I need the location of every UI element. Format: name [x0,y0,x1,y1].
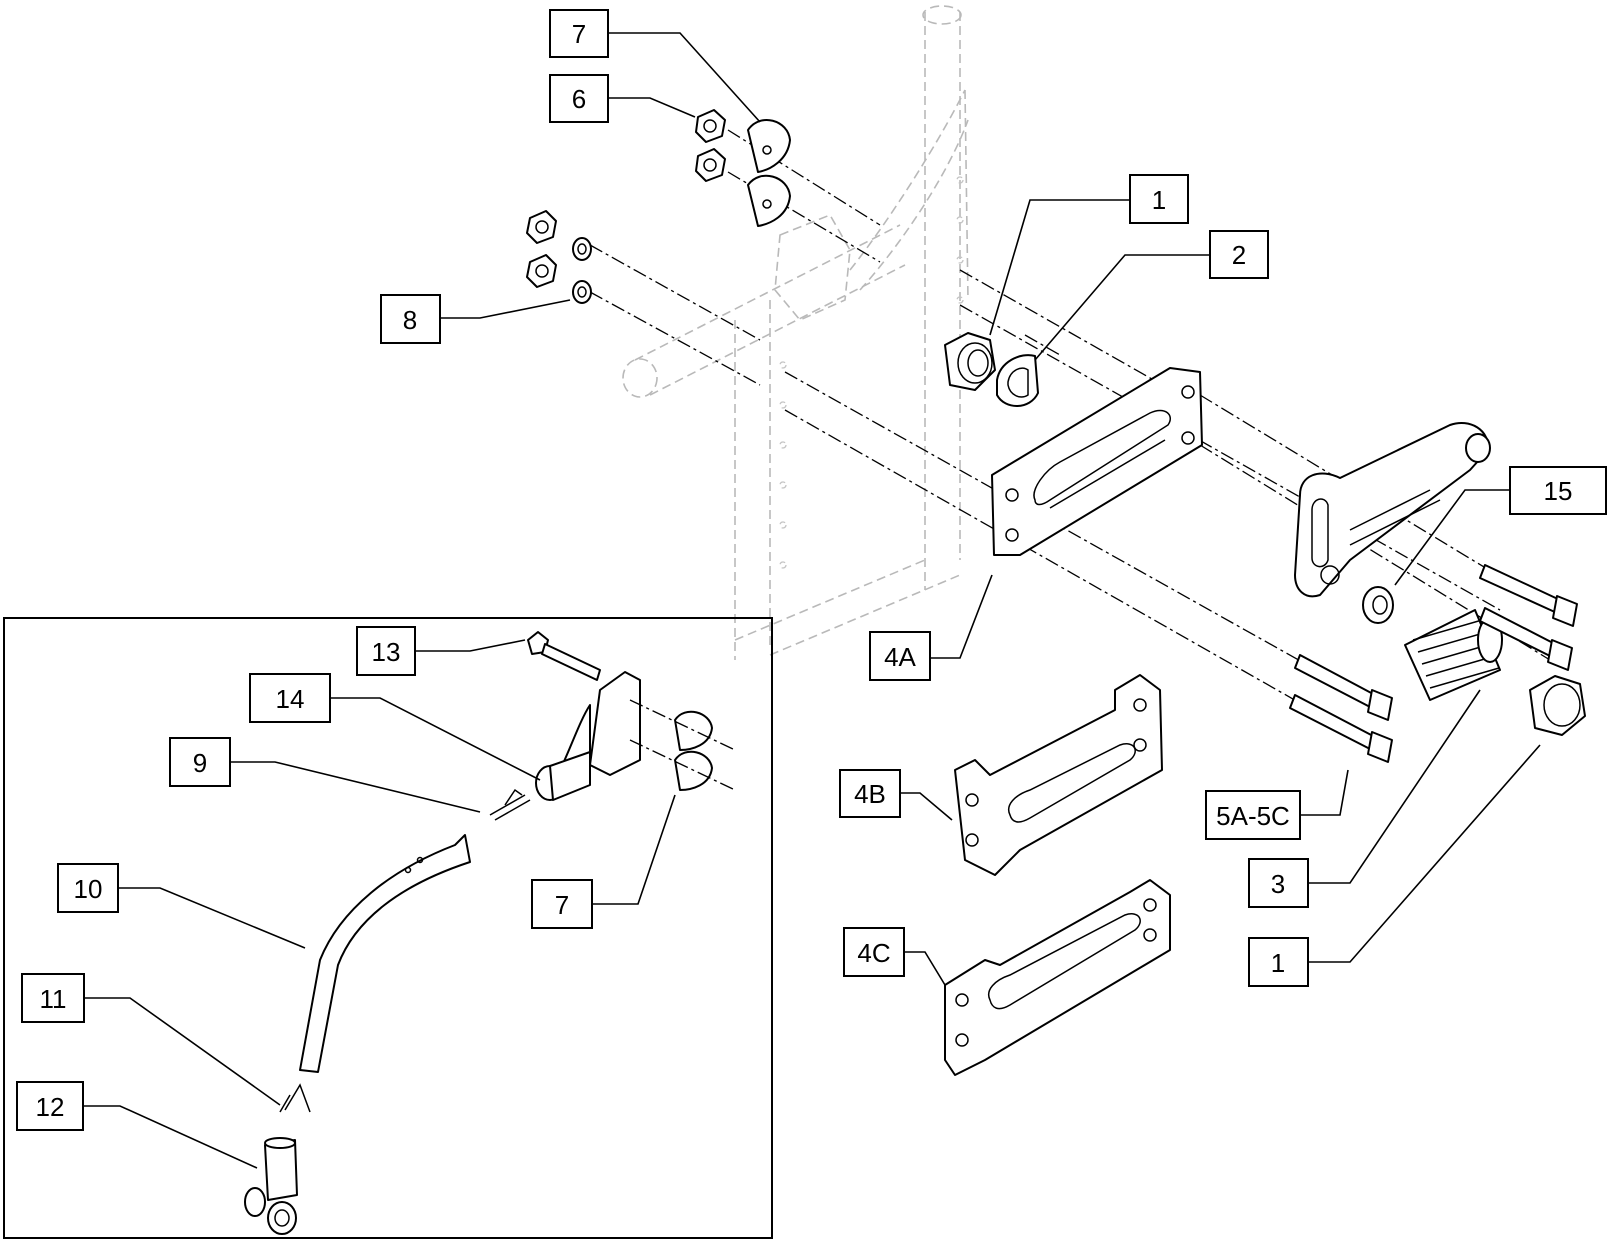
svg-text:4B: 4B [854,779,886,809]
callout-11: 11 [21,973,85,1023]
washer-8-lower [572,280,592,304]
nut-6-lower [695,148,726,182]
callout-4c: 4C [843,927,905,977]
callout-9: 9 [169,737,231,787]
bolt-5-a [1294,654,1393,721]
svg-text:7: 7 [572,19,586,49]
svg-text:14: 14 [276,684,305,714]
bracket-plate [1294,422,1491,598]
callout-1-bottom: 1 [1248,937,1309,987]
callout-6: 6 [549,74,609,123]
svg-text:3: 3 [1271,869,1285,899]
svg-text:7: 7 [555,890,569,920]
callout-12: 12 [16,1081,84,1131]
bolt-5-b [1289,694,1393,763]
callout-4a: 4A [869,631,931,681]
callout-13: 13 [356,626,416,676]
pin-9 [489,788,531,821]
callout-14: 14 [249,673,331,723]
callout-4b: 4B [839,769,901,818]
clamp-14 [535,671,641,801]
svg-text:11: 11 [40,984,67,1014]
inset-centerline-upper [629,699,736,751]
callout-8: 8 [380,294,441,344]
caster-12 [244,1137,298,1235]
plate-4c [944,879,1171,1076]
tube-10 [299,834,471,1073]
bolt-13 [527,631,601,681]
svg-text:4C: 4C [857,938,890,968]
svg-text:6: 6 [572,84,586,114]
leader-lines [84,32,1541,1169]
callout-1-top: 1 [1129,174,1189,224]
svg-text:12: 12 [36,1092,65,1122]
inset-centerline-lower [629,739,736,791]
cam-7-upper [747,119,791,173]
svg-text:15: 15 [1544,476,1573,506]
svg-text:1: 1 [1271,948,1285,978]
svg-text:13: 13 [372,637,401,667]
callout-7-inset: 7 [531,879,593,929]
clip-11 [279,1083,311,1113]
svg-text:2: 2 [1232,240,1246,270]
svg-text:5A-5C: 5A-5C [1216,801,1290,831]
svg-text:8: 8 [403,305,417,335]
svg-text:9: 9 [193,748,207,778]
bolt-upper-right-b [1479,607,1573,671]
cam-7-lower [747,174,791,227]
callout-15: 15 [1509,466,1607,515]
nut-8-lower [526,254,557,288]
bolt-upper-right-a [1479,564,1578,627]
plate-4b [954,674,1163,876]
plate-4a [991,367,1203,556]
large-nut-1 [944,332,996,391]
svg-text:10: 10 [74,874,103,904]
callout-7-top: 7 [549,9,609,58]
inset-frame [3,617,773,1239]
callout-5a-5c: 5A-5C [1205,790,1301,840]
callout-3: 3 [1248,858,1309,908]
nut-8-upper [526,210,557,244]
washer-8-upper [572,237,592,261]
callout-2: 2 [1209,230,1269,279]
ghost-frame [622,5,969,660]
callout-10: 10 [57,863,119,913]
washer-15 [1362,586,1394,624]
svg-text:1: 1 [1152,185,1166,215]
washer-2 [996,354,1039,407]
large-nut-1-bottom [1529,675,1586,736]
svg-text:4A: 4A [884,642,916,672]
nut-6-upper [695,109,726,143]
